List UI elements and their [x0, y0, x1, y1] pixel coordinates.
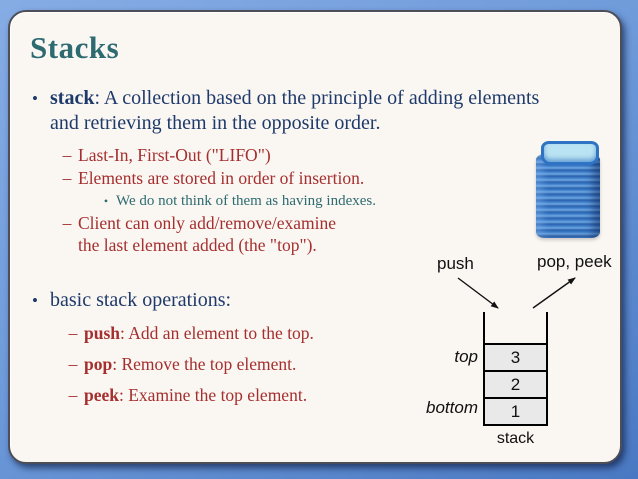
stacked-trays-image [536, 140, 600, 238]
dash-icon: – [68, 385, 78, 406]
stack-cell-bottom: 1 [485, 399, 546, 424]
bullet-stack-definition: • stack: A collection based on the princ… [20, 86, 610, 136]
note-no-indexes-text: We do not think of them as having indexe… [116, 192, 376, 209]
diagram-bottom-pointer-label: bottom [426, 398, 478, 417]
dash-icon: – [68, 354, 78, 375]
tray-stack-body [536, 154, 600, 238]
diagram-caption: stack [496, 430, 535, 447]
bullet-dot-icon: • [103, 193, 109, 208]
op-item-peek: – peek: Examine the top element. [62, 385, 610, 406]
dash-icon: – [68, 323, 78, 344]
sub-item-lifo: – Last-In, First-Out ("LIFO") [56, 144, 610, 166]
bullet-stack-definition-text: stack: A collection based on the princip… [50, 86, 539, 136]
dash-icon: – [62, 168, 72, 189]
bullet-basic-operations: • basic stack operations: [20, 288, 610, 313]
bullet-basic-operations-text: basic stack operations: [50, 289, 232, 312]
slide-body-text: • stack: A collection based on the princ… [20, 86, 610, 416]
stack-cells: 3 2 1 [483, 343, 548, 426]
page-title: Stacks [30, 30, 120, 65]
diagram-pop-peek-label: pop, peek [537, 252, 612, 271]
dash-icon: – [62, 212, 72, 233]
pop-arrow-icon [532, 277, 576, 309]
stack-definition-rest: : A collection based on the principle of… [50, 87, 540, 134]
stack-cell-top: 3 [485, 345, 546, 370]
sub-item-insertion-order-text: Elements are stored in order of insertio… [78, 168, 365, 189]
push-arrow-icon [457, 277, 499, 309]
sub-item-insertion-order: – Elements are stored in order of insert… [56, 167, 610, 189]
term-peek: peek [84, 385, 119, 406]
sub-item-lifo-text: Last-In, First-Out ("LIFO") [78, 145, 271, 165]
term-push: push [84, 323, 121, 344]
op-peek-desc: : Examine the top element. [119, 385, 308, 406]
sub-item-client-access: – Client can only add/remove/examine the… [56, 212, 610, 257]
diagram-push-label: push [437, 254, 474, 273]
note-no-indexes: • We do not think of them as having inde… [96, 192, 610, 211]
dash-icon: – [62, 145, 72, 165]
stack-definition-sublist: – Last-In, First-Out ("LIFO") – Elements… [56, 144, 610, 256]
operations-list: – push: Add an element to the top. – pop… [62, 323, 610, 406]
bullet-dot-icon: • [32, 89, 38, 108]
op-item-pop: – pop: Remove the top element. [62, 354, 610, 375]
op-item-pop-text: pop: Remove the top element. [84, 354, 296, 375]
push-pop-arrows [457, 277, 576, 309]
op-pop-desc: : Remove the top element. [112, 354, 297, 375]
op-item-peek-text: peek: Examine the top element. [84, 385, 307, 406]
stack-left-wall [483, 312, 485, 345]
bullet-dot-icon: • [32, 291, 38, 311]
diagram-top-pointer-label: top [454, 347, 478, 366]
stack-cell-middle: 2 [485, 372, 546, 397]
op-item-push: – push: Add an element to the top. [62, 323, 610, 344]
sub-item-client-access-text: Client can only add/remove/examine the l… [78, 212, 337, 255]
op-push-desc: : Add an element to the top. [120, 323, 314, 344]
op-item-push-text: push: Add an element to the top. [84, 323, 314, 344]
term-stack: stack [50, 87, 95, 109]
stack-right-wall [546, 312, 548, 345]
tray-stack-top-face [541, 141, 599, 165]
term-pop: pop [84, 354, 113, 375]
